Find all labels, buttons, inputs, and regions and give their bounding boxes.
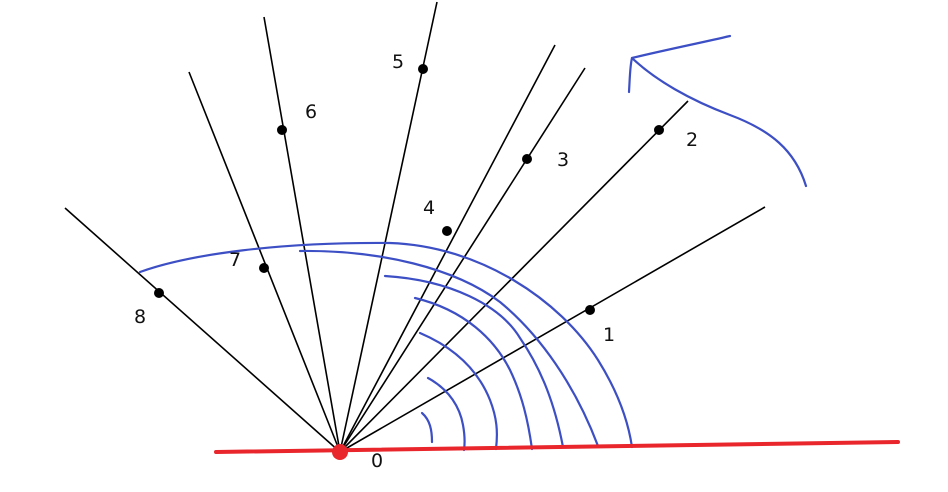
- arc-stroke-4: [413, 296, 534, 451]
- arc-stroke-7: [420, 411, 434, 444]
- point-labels: 1 2 3 4 5 6 7 8: [134, 51, 698, 346]
- ray-3: [339, 44, 556, 453]
- point-2: [654, 125, 664, 135]
- point-6: [277, 125, 287, 135]
- ray-5: [339, 1, 438, 453]
- point-label-7: 7: [229, 249, 241, 271]
- ray-1: [339, 206, 766, 453]
- point-4: [442, 226, 452, 236]
- point-label-5: 5: [392, 51, 404, 73]
- point-3: [522, 154, 532, 164]
- point-label-3: 3: [557, 149, 569, 171]
- arrow-head-stroke: [627, 34, 732, 94]
- ray-8: [64, 207, 341, 453]
- point-1: [585, 305, 595, 315]
- point-7: [259, 263, 269, 273]
- arc-stroke-2: [298, 249, 600, 448]
- ray-2: [339, 100, 689, 453]
- point-5: [418, 64, 428, 74]
- point-label-4: 4: [423, 197, 435, 219]
- points: [154, 64, 664, 315]
- ray-7: [188, 71, 341, 453]
- arc-stroke-3: [383, 274, 565, 449]
- outer-arc-stroke: [138, 241, 634, 449]
- point-label-2: 2: [686, 129, 698, 151]
- origin-label: 0: [371, 450, 383, 472]
- ray-2b: [339, 67, 586, 453]
- ray-6: [263, 16, 341, 453]
- origin-point: [332, 444, 348, 460]
- arrow-stroke-curve: [630, 56, 808, 188]
- point-label-8: 8: [134, 306, 146, 328]
- point-label-1: 1: [603, 324, 615, 346]
- hand-drawn-strokes: [138, 34, 808, 452]
- rays: [64, 1, 766, 453]
- point-8: [154, 288, 164, 298]
- arc-stroke-5: [418, 331, 498, 451]
- arc-stroke-6: [426, 376, 466, 452]
- point-label-6: 6: [305, 101, 317, 123]
- baseline: [214, 440, 900, 454]
